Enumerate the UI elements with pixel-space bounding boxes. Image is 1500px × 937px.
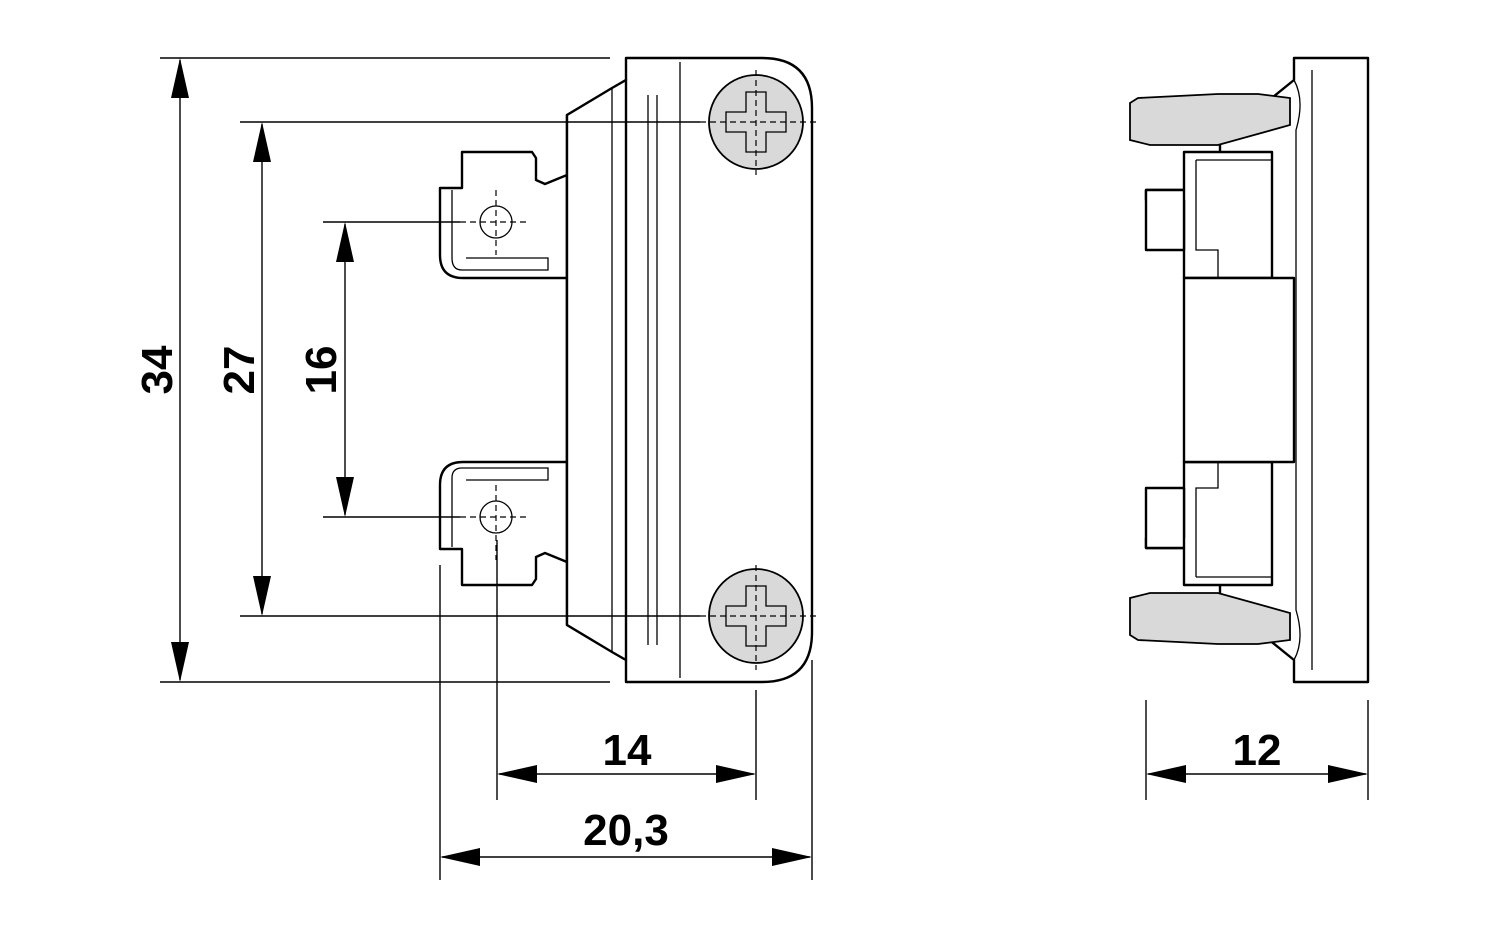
dimension-34: [171, 58, 189, 682]
label-14: 14: [603, 726, 652, 775]
dimension-20-3: [440, 848, 812, 866]
dimension-16: [336, 222, 354, 517]
label-34: 34: [133, 345, 182, 394]
pin-bottom: [1129, 592, 1291, 645]
label-20-3: 20,3: [583, 806, 669, 855]
extension-lines: [160, 57, 1369, 880]
pin-top: [1129, 93, 1291, 146]
side-view: [1129, 56, 1370, 684]
front-view: [438, 56, 820, 684]
dimension-12: [1146, 765, 1368, 783]
base-plate: [565, 56, 814, 684]
mounting-bracket-lower: [438, 460, 569, 587]
label-27: 27: [215, 346, 264, 395]
dimension-27: [253, 122, 271, 616]
label-16: 16: [297, 346, 346, 395]
label-12: 12: [1233, 726, 1282, 775]
dimension-14: [497, 765, 756, 783]
mounting-bracket: [438, 150, 569, 280]
